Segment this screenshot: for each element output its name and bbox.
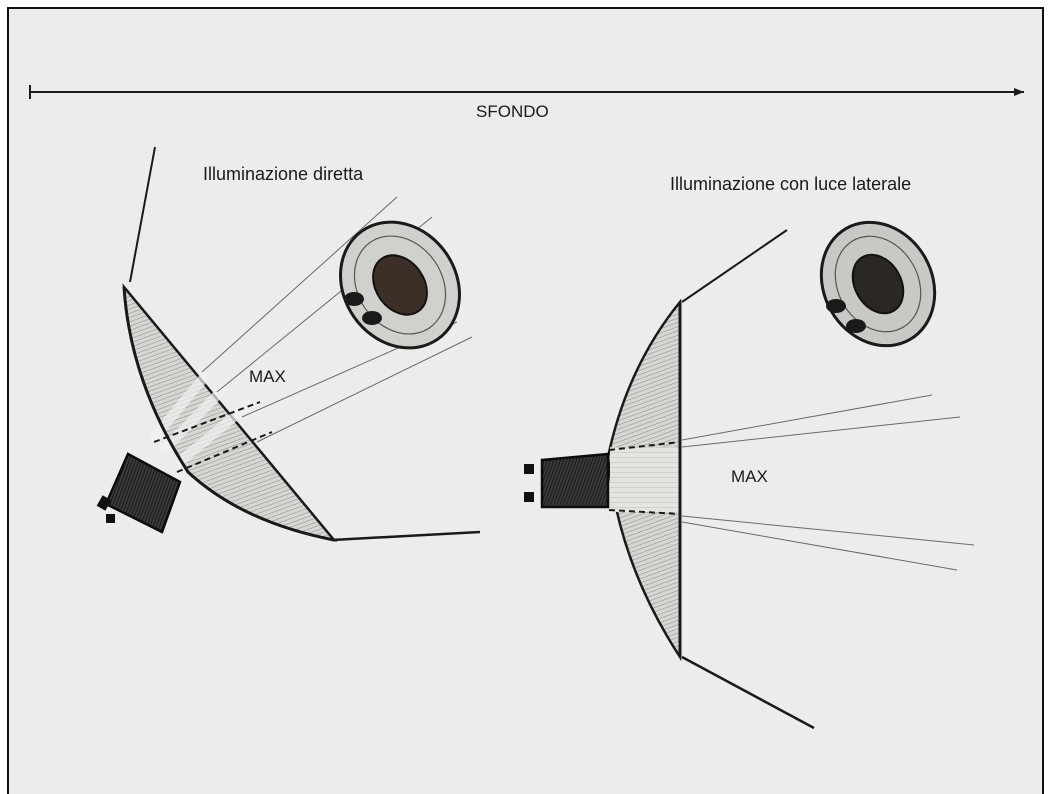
flash-head-right xyxy=(524,454,608,507)
flash-head-left xyxy=(97,454,180,532)
max-label-side: MAX xyxy=(731,467,768,487)
side-lighting-label: Illuminazione con luce laterale xyxy=(670,174,911,195)
subject-right xyxy=(799,202,957,367)
background-line xyxy=(30,85,1024,99)
stand-line-right-bottom xyxy=(682,657,814,728)
light-rays-right xyxy=(682,395,974,570)
background-label: SFONDO xyxy=(476,102,549,122)
sketch-canvas xyxy=(9,9,1044,794)
stand-line-left xyxy=(130,147,155,282)
stand-line-right-top xyxy=(682,230,787,302)
subject-left xyxy=(316,199,483,371)
direct-lighting-label: Illuminazione diretta xyxy=(203,164,363,185)
drawing-frame xyxy=(7,7,1044,794)
max-label-direct: MAX xyxy=(249,367,286,387)
umbrella-reflector-right xyxy=(608,302,680,657)
